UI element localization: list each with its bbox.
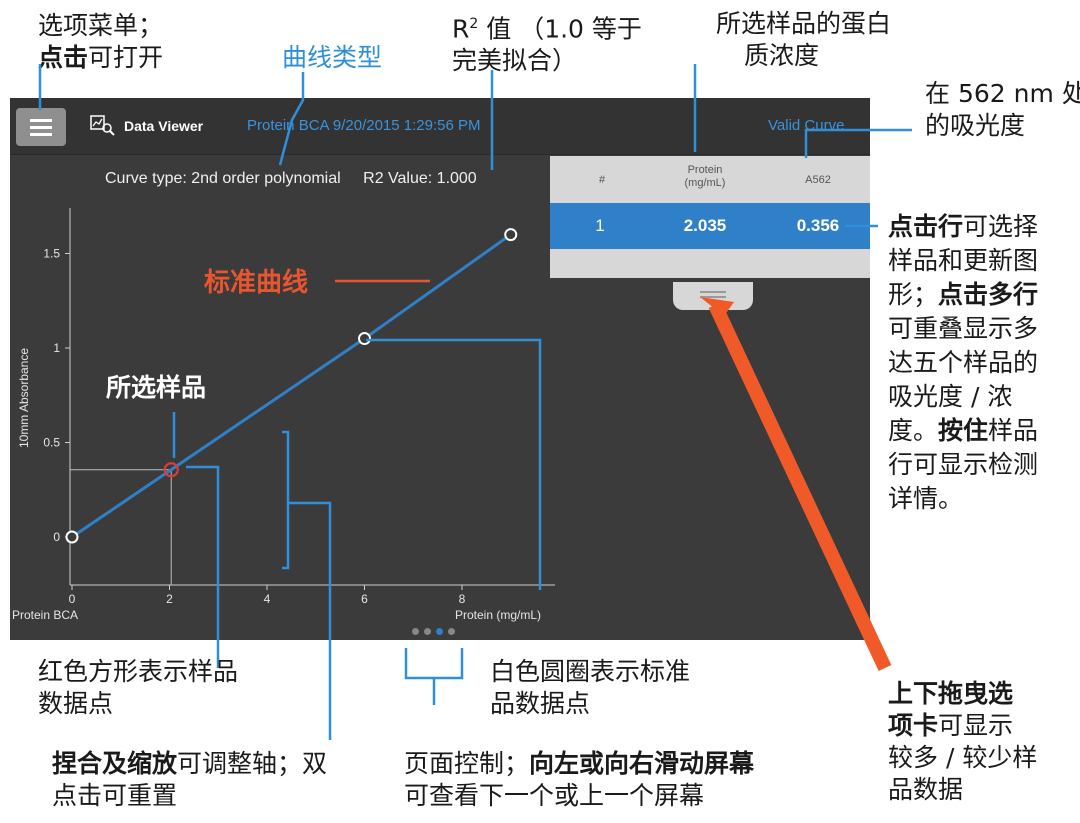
row-tap-annotation: 点击行可选择 样品和更新图 形；点击多行 可重叠显示多 达五个样品的 吸光度 /… (888, 212, 1039, 513)
y-tick-label: 1 (53, 341, 60, 355)
drag-tab-annotation: 上下拖曳选 项卡可显示 较多 / 较少样 品数据 (888, 679, 1038, 804)
standard-point (358, 332, 371, 346)
x-tick-label: 0 (69, 592, 76, 606)
page-control-annotation: 页面控制；向左或向右滑动屏幕 可查看下一个或上一个屏幕 (404, 749, 755, 810)
pinch-zoom-annotation: 捏合及缩放可调整轴；双 点击可重置 (52, 749, 328, 810)
row-num: 1 (595, 216, 605, 235)
curve-type-text: Curve type: 2nd order polynomial (105, 170, 341, 187)
r2-text: R2 Value: 1.000 (363, 170, 477, 187)
r2-annotation: R2 值 （1.0 等于 完美拟合） (452, 14, 642, 76)
x-tick-label: 2 (166, 592, 173, 606)
page-dot-active[interactable] (436, 628, 443, 635)
col-num-header: # (598, 174, 606, 186)
y-axis-label: 10mm Absorbance (17, 348, 31, 448)
data-viewer-icon (90, 115, 115, 136)
curve-info: Curve type: 2nd order polynomial R2 Valu… (105, 170, 495, 188)
y-tick-label: 1.5 (43, 247, 60, 261)
app-name: Data Viewer (124, 118, 204, 134)
top-bar: Data Viewer Protein BCA 9/20/2015 1:29:5… (10, 98, 870, 155)
x-tick-label: 8 (459, 592, 466, 606)
bottom-left-label: Protein BCA (12, 608, 78, 622)
col-a562-header: A562 (805, 174, 831, 186)
data-viewer-screen: Data Viewer Protein BCA 9/20/2015 1:29:5… (10, 98, 870, 640)
table-header: # Protein(mg/mL) A562 (550, 156, 870, 202)
table-row[interactable]: 1 2.035 0.356 (550, 203, 870, 249)
x-tick-label: 4 (264, 592, 271, 606)
protein-conc-annotation: 所选样品的蛋白 质浓度 (716, 9, 892, 70)
drag-tab-handle[interactable] (673, 282, 753, 310)
standard-curve-label: 标准曲线 (204, 268, 309, 298)
sample-point (163, 462, 179, 478)
col-protein-header: Protein(mg/mL) (684, 164, 726, 189)
x-tick-label: 6 (361, 592, 368, 606)
curve-type-annotation: 曲线类型 (282, 43, 383, 72)
page-dot[interactable] (412, 628, 419, 635)
standard-point (504, 228, 518, 242)
run-title: Protein BCA 9/20/2015 1:29:56 PM (247, 117, 481, 134)
absorbance-annotation: 在 562 nm 处 的吸光度 (925, 79, 1080, 140)
sample-table-panel: # Protein(mg/mL) A562 1 2.035 0.356 (550, 156, 870, 278)
options-menu-annotation: 选项菜单； 点击可打开 (38, 11, 164, 72)
row-protein: 2.035 (683, 216, 727, 235)
y-tick-label: 0 (53, 530, 60, 544)
menu-button[interactable] (16, 108, 66, 146)
row-a562: 0.356 (796, 216, 840, 235)
red-square-annotation: 红色方形表示样品 数据点 (38, 657, 239, 718)
page-dot[interactable] (448, 628, 455, 635)
selected-sample-label: 所选样品 (106, 373, 207, 402)
x-axis-label: Protein (mg/mL) (455, 608, 541, 622)
white-circle-annotation: 白色圆圈表示标准 品数据点 (490, 657, 691, 718)
standard-point (65, 530, 79, 544)
y-tick-label: 0.5 (43, 436, 60, 450)
page-dot[interactable] (424, 628, 431, 635)
